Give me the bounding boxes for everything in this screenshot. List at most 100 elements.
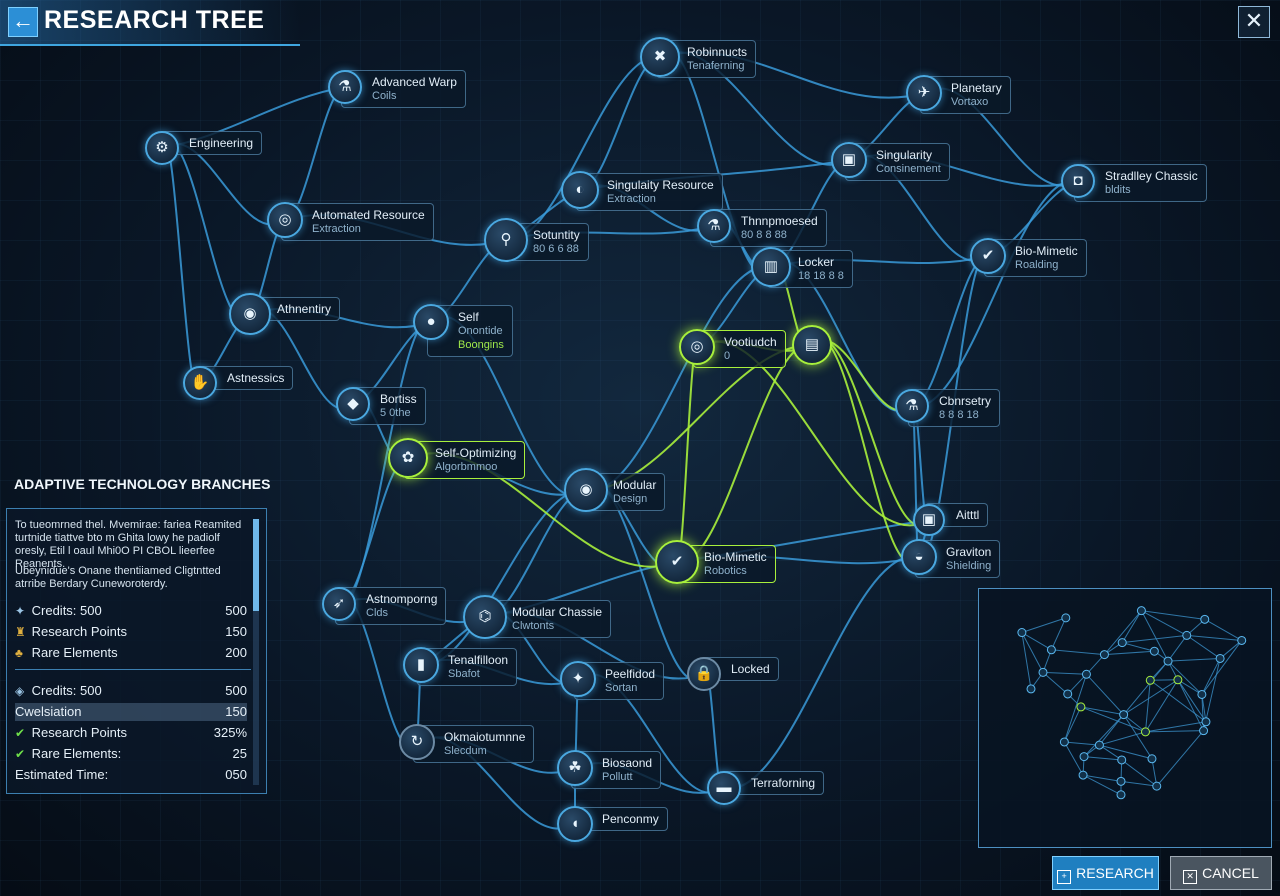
- search-icon[interactable]: ⚲: [484, 218, 528, 262]
- minimap-node: [1215, 653, 1225, 663]
- gear-icon[interactable]: ⚙: [145, 131, 179, 165]
- active-edge: [676, 343, 813, 564]
- vehicle-icon[interactable]: ▬: [707, 771, 741, 805]
- minimap-edge: [1201, 658, 1221, 695]
- minimap-edge: [1123, 714, 1153, 760]
- minimap-edge: [1219, 640, 1243, 659]
- bio-icon[interactable]: ☘: [557, 750, 593, 786]
- robot-icon[interactable]: ▤: [792, 325, 832, 365]
- tech-node-sub: Sbafot: [448, 668, 480, 680]
- minimap-node: [1117, 755, 1127, 765]
- minimap-edge: [1122, 642, 1155, 652]
- tech-node-name: Locked: [731, 662, 770, 676]
- minimap-node: [1017, 628, 1027, 638]
- drone-icon[interactable]: ◎: [267, 202, 303, 238]
- tech-node-sub: Extraction: [312, 223, 361, 235]
- tech-node-sub: Robotics: [704, 565, 747, 577]
- minimap[interactable]: [978, 588, 1272, 848]
- requirements-value: 050: [225, 767, 247, 782]
- minimap-node: [1059, 737, 1069, 747]
- tech-node-sub: Algorbmmoo: [435, 461, 498, 473]
- shield-icon[interactable]: ◒: [901, 539, 937, 575]
- capsule-icon[interactable]: ◖: [557, 806, 593, 842]
- device-icon[interactable]: ▣: [831, 142, 867, 178]
- research-icon: ♜: [15, 625, 26, 639]
- minimap-edge: [1042, 671, 1069, 695]
- tech-node-sub: 80 6 6 88: [533, 243, 579, 255]
- minimap-edge: [1122, 634, 1187, 644]
- minimap-node: [1063, 689, 1073, 699]
- shield-icon[interactable]: ◘: [1061, 164, 1095, 198]
- crystal-icon[interactable]: ◆: [336, 387, 370, 421]
- minimap-edge: [1051, 649, 1105, 656]
- flask-icon[interactable]: ⚗: [697, 209, 731, 243]
- check-icon: ✔: [15, 747, 26, 761]
- panel-scrollbar[interactable]: [253, 519, 259, 785]
- cancel-button-label: CANCEL: [1202, 865, 1259, 881]
- minimap-edge: [1145, 721, 1207, 733]
- requirements-label: Estimated Time:: [15, 767, 109, 782]
- minimap-edge: [1201, 694, 1207, 722]
- tree-edge: [420, 488, 587, 667]
- minimap-edge: [1141, 610, 1187, 636]
- close-icon[interactable]: ✕: [1238, 6, 1270, 38]
- lock-icon[interactable]: 🔒: [687, 657, 721, 691]
- badge-icon[interactable]: ▣: [913, 504, 945, 536]
- minimap-edge: [1063, 741, 1084, 776]
- minimap-node: [1182, 630, 1192, 640]
- minimap-node: [1136, 606, 1146, 616]
- cancel-button[interactable]: ✕CANCEL: [1170, 856, 1272, 890]
- bomb-icon[interactable]: ●: [413, 304, 449, 340]
- bird-icon[interactable]: ✈: [906, 75, 942, 111]
- capsule-icon[interactable]: ◉: [229, 293, 271, 335]
- tech-node-sub: Roalding: [1015, 259, 1059, 271]
- tech-node-name: Modular: [613, 478, 657, 492]
- arrow-left-icon[interactable]: ←: [8, 7, 38, 37]
- chip-icon[interactable]: ⌬: [463, 595, 507, 639]
- minimap-edge: [1167, 660, 1203, 695]
- minimap-edge: [1123, 660, 1169, 715]
- minimap-edge: [1204, 618, 1242, 641]
- tech-node-name: Thnnpmoesed: [741, 214, 818, 228]
- tech-node-sub: Shielding: [946, 560, 992, 572]
- cycle-icon[interactable]: ↻: [399, 724, 435, 760]
- orb-icon[interactable]: ◉: [564, 468, 608, 512]
- beaker-icon[interactable]: ⚗: [895, 389, 929, 423]
- active-edge: [811, 338, 930, 527]
- hand-icon[interactable]: ✋: [183, 366, 217, 400]
- minimap-edge: [1144, 680, 1151, 732]
- check-icon[interactable]: ✔: [655, 540, 699, 584]
- locker-icon[interactable]: ▥: [751, 247, 791, 287]
- branch-info-panel: To tueomrned thel. Mvemirae: fariea Ream…: [6, 508, 267, 794]
- check-icon[interactable]: ✔: [970, 238, 1006, 274]
- tech-node-name: Automated Resource: [312, 208, 425, 222]
- panel-description-2: Ubeynidue's Onane thentiiamed Cligtntted…: [15, 565, 221, 590]
- tech-node-sub: Consinement: [876, 163, 941, 175]
- minimap-edge: [1080, 706, 1146, 733]
- rocket-icon[interactable]: ➶: [322, 587, 356, 621]
- tools-icon[interactable]: ✖: [640, 37, 680, 77]
- bug-icon[interactable]: ✦: [560, 661, 596, 697]
- leaf-icon[interactable]: ✿: [388, 438, 428, 478]
- tech-node-sub: Design: [613, 493, 648, 505]
- tech-node-name: Advanced Warp: [372, 75, 457, 89]
- planet-icon[interactable]: ◐: [561, 171, 599, 209]
- check-icon: ✔: [15, 726, 26, 740]
- research-button[interactable]: +RESEARCH: [1052, 856, 1159, 890]
- bottle-icon[interactable]: ▮: [403, 647, 439, 683]
- scroll-thumb[interactable]: [253, 519, 259, 611]
- goggles-icon[interactable]: ◎: [679, 329, 715, 365]
- minimap-node: [1149, 646, 1159, 656]
- tech-node-sub: Onontide: [458, 325, 503, 337]
- flask-icon[interactable]: ⚗: [328, 70, 362, 104]
- minimap-edge: [1177, 679, 1205, 731]
- minimap-edge: [1063, 706, 1082, 743]
- tech-node-name: Bio-Mimetic: [704, 550, 767, 564]
- minimap-node: [1079, 752, 1089, 762]
- minimap-edge: [1082, 774, 1122, 782]
- active-edge: [811, 338, 920, 564]
